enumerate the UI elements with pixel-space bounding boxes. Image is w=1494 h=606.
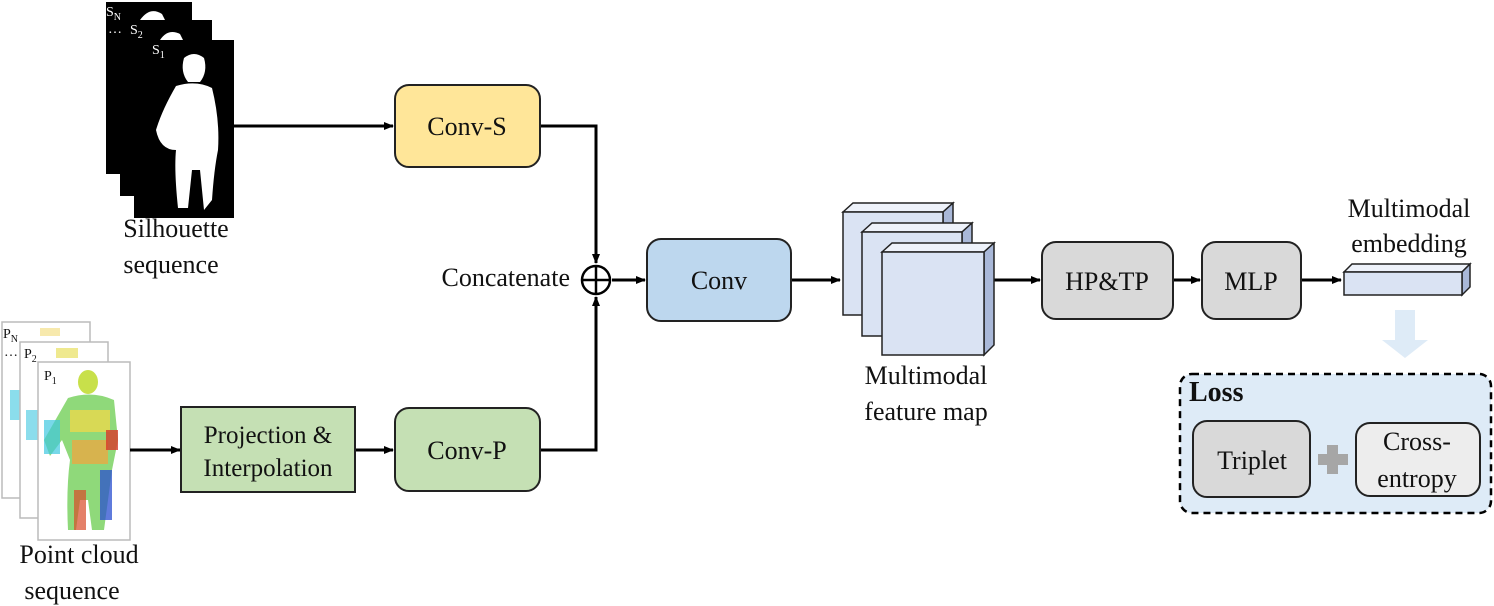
silhouette-caption-line2: sequence [123,250,218,279]
conv-s-label: Conv-S [427,112,506,141]
pointcloud-stack: PN … P2 P1 [1,321,131,541]
cross-entropy-label-line2: entropy [1377,464,1456,493]
hp-tp-label: HP&TP [1065,267,1149,296]
projection-block [180,406,356,493]
arrow-conv-s-to-concat [540,124,600,264]
silhouette-label-n: SN [106,5,121,23]
silhouette-label-1: S1 [152,43,165,61]
conv-label: Conv [691,266,747,295]
projection-label-line1: Projection & [204,422,332,449]
plus-icon [1318,445,1348,474]
pointcloud-ellipsis: … [4,345,18,360]
triplet-label: Triplet [1217,446,1288,475]
embedding-caption-line1: Multimodal [1348,194,1471,223]
silhouette-ellipsis: … [108,22,122,37]
pointcloud-caption-line2: sequence [24,576,119,605]
silhouette-caption-line1: Silhouette [123,214,228,243]
feature-map-caption-line1: Multimodal [865,361,988,390]
triplet-loss-block [1192,420,1311,498]
cross-entropy-loss-block [1355,422,1481,497]
conv-p-label: Conv-P [427,436,506,465]
concatenate-label: Concatenate [442,263,571,292]
embedding-vector [1342,262,1472,297]
feature-map-layer-1 [880,241,996,357]
cross-entropy-label-line1: Cross- [1383,427,1451,456]
loss-title: Loss [1189,377,1244,408]
embedding-caption-line2: embedding [1351,229,1467,258]
pointcloud-caption-line1: Point cloud [19,540,138,569]
concatenate-symbol [580,264,612,296]
pointcloud-label-2: P2 [24,347,37,365]
conv-s-block [394,84,541,168]
mlp-block [1201,241,1302,320]
mlp-label: MLP [1224,267,1277,296]
pointcloud-label-1: P1 [44,369,57,387]
pointcloud-label-n: PN [3,327,18,345]
silhouette-stack: SN … S2 S1 [106,2,234,218]
hp-tp-block [1041,241,1174,320]
arrow-conv-p-to-concat [540,296,600,452]
projection-label-line2: Interpolation [203,455,333,482]
silhouette-label-2: S2 [130,23,143,41]
conv-p-block [394,407,541,492]
silhouette-frame-1 [134,40,234,218]
feature-map-caption-line2: feature map [864,397,987,426]
down-arrow-to-loss-icon [1382,310,1428,358]
pointcloud-frame-1 [37,361,131,541]
conv-block [646,238,792,322]
feature-map-stack [841,201,996,357]
